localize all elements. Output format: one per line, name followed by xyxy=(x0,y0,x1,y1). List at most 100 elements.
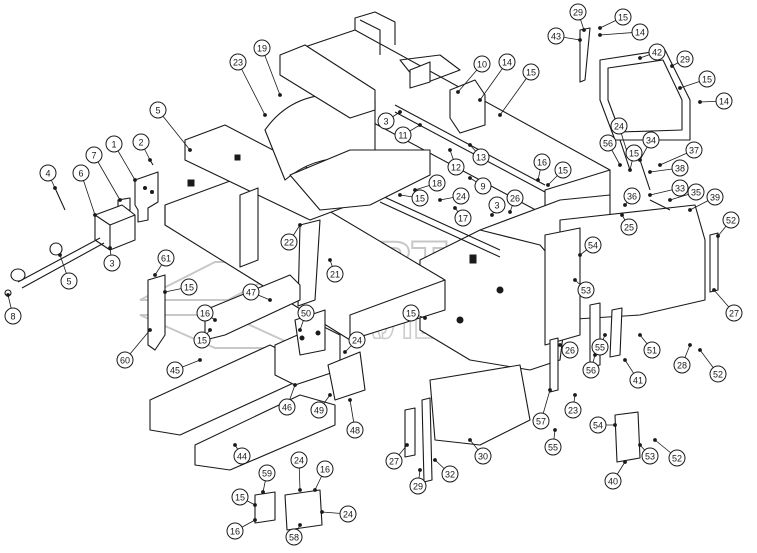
callout-label: 27 xyxy=(729,309,739,319)
callout-circle xyxy=(698,70,716,88)
callout-circle xyxy=(385,452,403,470)
callout-anchor xyxy=(712,288,716,292)
callout-anchor xyxy=(490,213,494,217)
callout-label: 32 xyxy=(445,470,455,480)
callout-circle xyxy=(316,460,334,478)
callout-anchor xyxy=(208,328,212,332)
front-right-housing xyxy=(419,229,571,371)
callout-anchor xyxy=(688,343,692,347)
callout-label: 47 xyxy=(246,288,256,298)
callout-circle xyxy=(428,174,446,192)
callout-anchor xyxy=(298,223,302,227)
callout-anchor xyxy=(133,178,137,182)
callout-24: 24 xyxy=(610,117,630,157)
callout-circle xyxy=(472,148,490,166)
callout-anchor xyxy=(623,460,627,464)
callout-circle xyxy=(671,159,689,177)
callout-anchor xyxy=(638,443,642,447)
callout-anchor xyxy=(153,273,157,277)
callout-circle xyxy=(326,265,344,283)
callout-anchor xyxy=(468,438,472,442)
callout-anchor xyxy=(148,328,152,332)
callout-label: 15 xyxy=(629,149,639,159)
callout-circle xyxy=(687,183,705,201)
callout-29: 29 xyxy=(569,3,587,32)
callout-15: 15 xyxy=(546,161,572,187)
callout-16: 16 xyxy=(226,518,257,540)
callout-label: 14 xyxy=(719,97,729,107)
callout-26: 26 xyxy=(558,341,579,359)
callout-anchor xyxy=(293,383,297,387)
callout-label: 19 xyxy=(257,44,267,54)
callout-circle xyxy=(402,304,420,322)
callout-24: 24 xyxy=(438,187,470,205)
callout-label: 11 xyxy=(398,131,407,141)
callout-label: 24 xyxy=(614,122,624,132)
callout-anchor xyxy=(558,343,562,347)
callout-circle xyxy=(506,189,524,207)
callout-anchor xyxy=(423,316,427,320)
callout-label: 53 xyxy=(581,286,591,296)
callout-22: 22 xyxy=(280,223,302,251)
callout-label: 29 xyxy=(413,482,423,492)
callout-circle xyxy=(278,398,296,416)
callout-circle xyxy=(60,272,78,290)
callout-circle xyxy=(196,304,214,322)
callout-anchor xyxy=(320,510,324,514)
callout-circle xyxy=(180,278,198,296)
callout-anchor xyxy=(638,56,642,60)
callout-circle xyxy=(610,117,628,135)
callout-15: 15 xyxy=(402,304,427,322)
callout-26: 26 xyxy=(506,189,524,214)
callout-circle xyxy=(522,63,540,81)
callout-anchor xyxy=(698,348,702,352)
callout-circle xyxy=(648,43,666,61)
callout-anchor xyxy=(593,353,597,357)
callout-label: 54 xyxy=(593,421,603,431)
callout-label: 40 xyxy=(608,477,618,487)
callout-circle xyxy=(569,3,587,21)
callout-label: 55 xyxy=(548,443,558,453)
callout-circle xyxy=(447,158,465,176)
callout-27: 27 xyxy=(712,288,743,322)
callout-16: 16 xyxy=(533,153,551,182)
callout-leader xyxy=(237,61,266,116)
callout-14: 14 xyxy=(698,92,733,110)
callout-circle xyxy=(668,449,686,467)
callout-circle xyxy=(715,92,733,110)
part-27b-strip xyxy=(404,407,416,458)
callout-anchor xyxy=(298,523,302,527)
callout-circle xyxy=(604,472,622,490)
callout-label: 25 xyxy=(624,223,634,233)
callout-anchor xyxy=(553,428,557,432)
part-58 xyxy=(284,489,323,531)
callout-label: 49 xyxy=(314,406,324,416)
callout-label: 21 xyxy=(330,270,340,280)
callout-1: 1 xyxy=(105,135,137,182)
callout-label: 59 xyxy=(262,469,272,479)
cross-beam xyxy=(279,44,376,119)
callout-label: 14 xyxy=(502,58,512,68)
center-bracket xyxy=(449,79,486,134)
part-54-plate xyxy=(544,227,581,346)
callout-anchor xyxy=(578,38,582,42)
callout-5: 5 xyxy=(149,101,192,152)
callout-label: 50 xyxy=(301,309,311,319)
callout-circle xyxy=(394,126,412,144)
callout-anchor xyxy=(613,423,617,427)
callout-label: 37 xyxy=(689,146,699,156)
callout-45: 45 xyxy=(166,358,202,379)
callout-label: 51 xyxy=(647,346,657,356)
part-48 xyxy=(327,351,366,401)
callout-23: 23 xyxy=(229,53,267,117)
callout-60: 60 xyxy=(116,328,152,369)
callout-8: 8 xyxy=(4,293,22,325)
callout-24: 24 xyxy=(343,331,366,354)
callout-label: 10 xyxy=(477,60,487,70)
callout-circle xyxy=(348,331,366,349)
callout-anchor xyxy=(628,168,632,172)
callout-anchor xyxy=(598,33,602,37)
callout-label: 29 xyxy=(680,55,690,65)
callout-circle xyxy=(474,447,492,465)
